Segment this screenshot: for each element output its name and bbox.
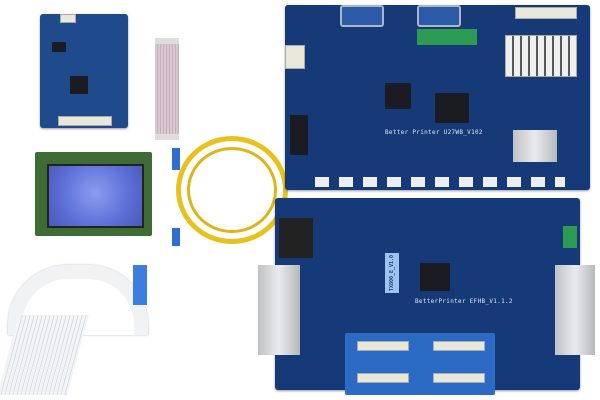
flat-flex-cable [0,255,158,395]
lcd-module [35,152,152,236]
ribbon-cable [155,38,179,140]
small-control-board [40,14,128,128]
head-board-label: BetterPrinter EFHB_V1.1.2 [415,298,513,305]
main-board-label: Better Printer U27WB_V102 [385,129,483,136]
fiber-connector-top [172,148,180,170]
head-board-tag: TX800_E_V1.0 [389,254,395,292]
head-adapter-board [345,333,495,395]
main-control-board: Better Printer U27WB_V102 [285,5,590,190]
board-tag-sticker: TX800_E_V1.0 [385,253,399,293]
heatsink-left [258,265,300,355]
fiber-optic-cable [176,136,288,244]
heatsink-right [555,265,595,355]
fiber-connector-bottom [172,228,180,246]
lcd-screen [47,164,144,228]
